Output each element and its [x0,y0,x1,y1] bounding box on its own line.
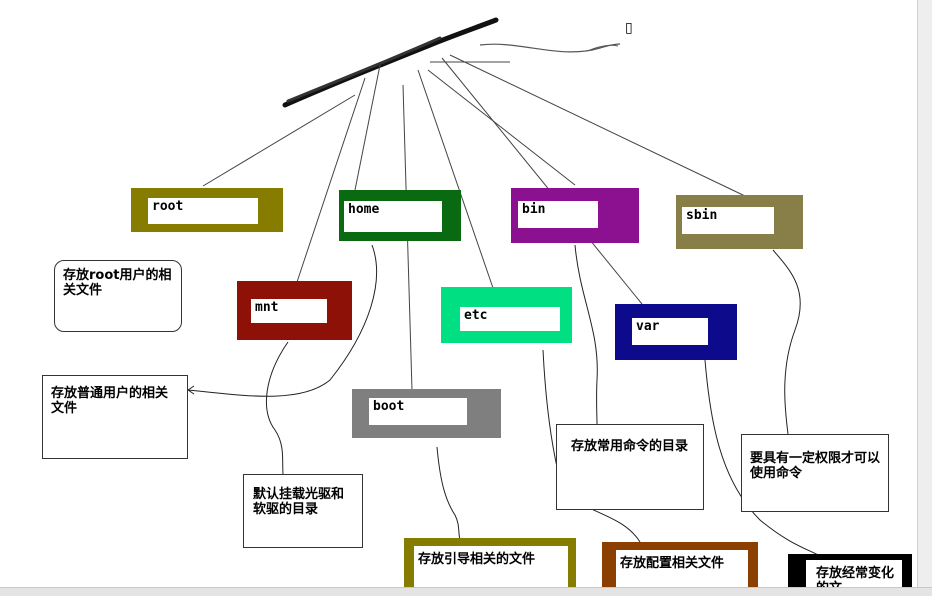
scribble-right-2 [589,44,619,51]
connector-boot-note [436,446,461,541]
horizontal-scrollbar[interactable] [0,587,932,596]
branch-sbin [449,54,746,197]
branch-home [354,64,381,191]
dir-label-home: home [344,201,442,232]
scribble-right [479,43,621,53]
dir-label-var: var [632,318,708,345]
stray-glyph: ▯ [625,20,633,36]
connector-sbin-note [772,249,801,435]
dir-label-etc: etc [460,307,560,331]
root-scribble [282,17,499,108]
note-root: 存放root用户的相关文件 [54,260,182,332]
branch-etc [417,69,494,289]
connector-home-note [187,244,378,397]
vertical-scrollbar[interactable] [917,0,932,596]
note-boot: 存放引导相关的文件 [404,538,576,596]
branch-mnt [296,77,366,283]
note-sbin: 要具有一定权限才可以使用命令 [741,434,889,512]
dir-label-bin: bin [518,201,598,228]
branch-bin [427,69,576,186]
root-scribble-2 [286,36,442,103]
dir-label-root: root [148,198,258,224]
connector-mnt-note [265,341,289,475]
dir-label-mnt: mnt [251,299,327,323]
note-mnt: 默认挂载光驱和软驱的目录 [243,474,363,548]
dir-label-boot: boot [369,398,467,425]
note-home: 存放普通用户的相关文件 [42,375,188,459]
note-bin: 存放常用命令的目录 [556,424,704,510]
dir-label-sbin: sbin [682,207,774,234]
branch-var [441,57,643,305]
connector-bin-note [574,244,598,426]
arrowhead-home [187,385,195,395]
branch-root [202,94,356,187]
